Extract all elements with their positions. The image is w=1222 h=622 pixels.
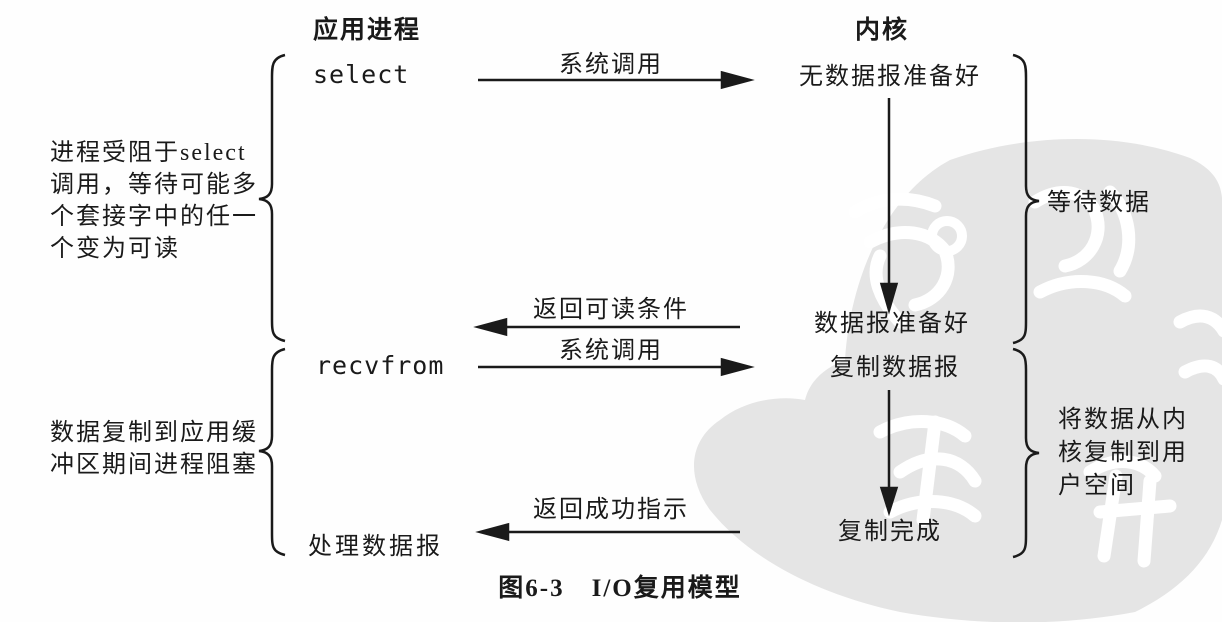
- annotation-kernel-copy: 将数据从内 核复制到用 户空间: [1058, 404, 1188, 503]
- app-process-header: 应用进程: [313, 16, 422, 44]
- kernel-header: 内核: [855, 16, 910, 44]
- kernel-state-datagram-ready: 数据报准备好: [814, 311, 970, 337]
- annotation-wait-data: 等待数据: [1047, 190, 1151, 216]
- brace-left-copy-block: [258, 347, 286, 557]
- arrow-copy-down: [879, 390, 899, 517]
- brace-right-wait-data: [1012, 53, 1040, 345]
- annotation-line: 个变为可读: [50, 236, 180, 262]
- return-success-label: 返回成功指示: [533, 497, 689, 523]
- annotation-line: 进程受阻于select: [50, 140, 247, 166]
- select-call-label: select: [313, 60, 410, 89]
- kernel-state-copy-datagram: 复制数据报: [830, 355, 960, 381]
- process-datagram-label: 处理数据报: [308, 534, 443, 560]
- syscall-1-label: 系统调用: [559, 52, 663, 78]
- syscall-2-label: 系统调用: [559, 338, 663, 364]
- annotation-line: 将数据从内: [1058, 407, 1188, 433]
- arrow-syscall-recvfrom: [478, 357, 755, 377]
- annotation-line: 数据复制到应用缓: [50, 420, 258, 446]
- annotation-select-blocked: 进程受阻于select 调用，等待可能多 个套接字中的任一 个变为可读: [50, 137, 258, 265]
- annotation-copy-blocked: 数据复制到应用缓 冲区期间进程阻塞: [50, 417, 258, 481]
- annotation-line: 核复制到用: [1058, 440, 1188, 466]
- return-readable-label: 返回可读条件: [533, 297, 689, 323]
- arrow-syscall-select: [478, 70, 755, 90]
- annotation-line: 户空间: [1058, 473, 1136, 499]
- annotation-line: 个套接字中的任一: [50, 204, 258, 230]
- arrow-return-success: [475, 522, 740, 542]
- arrow-return-readable: [473, 317, 740, 337]
- figure-caption: 图6-3 I/O复用模型: [498, 575, 742, 602]
- annotation-line: 冲区期间进程阻塞: [50, 452, 258, 478]
- arrow-wait-data-down: [879, 98, 899, 315]
- brace-left-select-block: [258, 53, 286, 343]
- kernel-state-no-datagram: 无数据报准备好: [799, 64, 981, 90]
- kernel-state-copy-complete: 复制完成: [838, 519, 942, 545]
- brace-right-kernel-copy: [1012, 347, 1040, 559]
- annotation-line: 调用，等待可能多: [50, 172, 258, 198]
- recvfrom-call-label: recvfrom: [316, 351, 445, 380]
- watermark-seal: [694, 139, 1222, 622]
